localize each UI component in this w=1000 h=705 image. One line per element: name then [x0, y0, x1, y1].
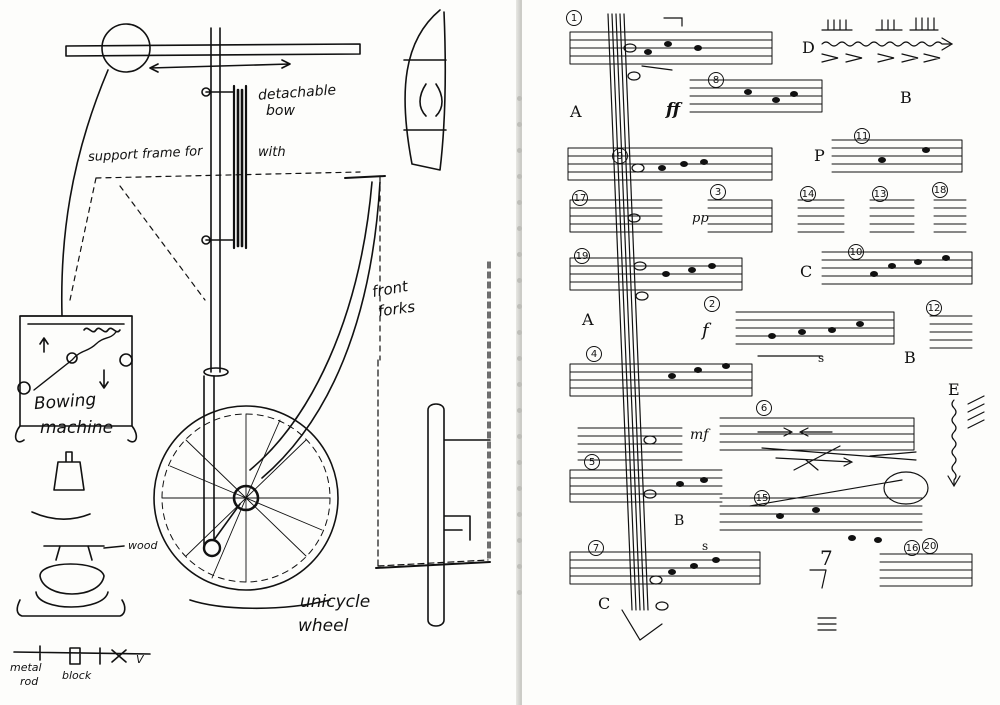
- support-frame-dashes: [69, 171, 381, 361]
- cell-number: 16: [904, 540, 920, 556]
- binding-hole: [517, 434, 522, 439]
- binding-hole: [517, 304, 522, 309]
- label-with: with: [258, 145, 286, 160]
- turned-part: [35, 545, 109, 608]
- cell-number: 7: [588, 540, 604, 556]
- wheel-spokes: [161, 413, 331, 583]
- dynamic-f: f: [702, 320, 709, 341]
- label-bow: bow: [266, 103, 295, 119]
- cell-number: 8: [708, 72, 724, 88]
- section-mark: C: [800, 262, 813, 281]
- binding-hole: [517, 382, 522, 387]
- top-bar: [65, 43, 361, 57]
- cell-number: 12: [926, 300, 942, 316]
- section-mark: B: [674, 513, 685, 529]
- section-mark: A: [582, 310, 594, 329]
- unicycle-wheel: [153, 405, 339, 591]
- mark-seven: 7: [820, 546, 833, 570]
- book-gutter: [516, 0, 526, 705]
- cell-number: 13: [872, 186, 888, 202]
- binding-hole: [517, 122, 522, 127]
- cell-number: 19: [574, 248, 590, 264]
- section-mark: B: [900, 88, 912, 107]
- binding-hole: [517, 174, 522, 179]
- binding-hole: [517, 252, 522, 257]
- binding-hole: [517, 538, 522, 543]
- label-wheel: wheel: [298, 616, 349, 636]
- bell-part: [53, 451, 85, 491]
- bow-detail: [403, 9, 447, 171]
- drive-cord: [60, 69, 109, 317]
- staff-systems: [567, 31, 973, 587]
- curved-part: [31, 511, 91, 520]
- cell-number: 6: [756, 400, 772, 416]
- binding-hole: [517, 356, 522, 361]
- label-bowing: Bowing: [33, 389, 97, 415]
- cell-number: 1: [566, 10, 582, 26]
- label-unicycle: unicycle: [300, 592, 371, 612]
- right-page: 1 2 3 4 5 6 7 8 9 10 11 12 13 14 15 16 1…: [522, 0, 1000, 705]
- score-drawing: [567, 13, 985, 641]
- cell-number: 9: [612, 148, 628, 164]
- e-wavy-arrow: [947, 399, 961, 488]
- binding-hole: [517, 226, 522, 231]
- left-page: detachable bow support frame for with fr…: [10, 9, 491, 688]
- binding-hole: [517, 590, 522, 595]
- cell-number: 2: [704, 296, 720, 312]
- mark-s: s: [818, 351, 825, 365]
- fork-curve: [249, 181, 373, 471]
- vertical-pole: [210, 27, 221, 373]
- binding-hole: [517, 278, 522, 283]
- misc-marks: [623, 17, 985, 631]
- vertical-staff: [607, 13, 663, 641]
- binding-hole: [517, 408, 522, 413]
- pulley-circle: [101, 23, 151, 73]
- triple-bar: [817, 617, 837, 631]
- binding-hole: [517, 200, 522, 205]
- cell-number: 18: [932, 182, 948, 198]
- binding-hole: [517, 330, 522, 335]
- cell-number: 4: [586, 346, 602, 362]
- detachable-bow: [232, 84, 248, 250]
- section-mark: A: [570, 102, 582, 121]
- cell-number: 5: [584, 454, 600, 470]
- cell-number: 14: [800, 186, 816, 202]
- mark-s: s: [702, 539, 709, 553]
- dynamic-mf: mf: [690, 427, 709, 443]
- section-mark: B: [904, 348, 916, 367]
- label-rod: rod: [20, 675, 39, 688]
- notes: [644, 41, 950, 575]
- front-forks-frame: [377, 261, 491, 567]
- section-mark: P: [814, 146, 825, 165]
- cell-number: 11: [854, 128, 870, 144]
- dynamic-pp: pp: [692, 211, 709, 226]
- d-wavy-arrow: [821, 37, 954, 51]
- section-mark: D: [802, 38, 815, 57]
- binding-hole: [517, 486, 522, 491]
- cell-number: 10: [848, 244, 864, 260]
- dynamic-ff: ff: [666, 100, 681, 120]
- label-block: block: [62, 669, 92, 682]
- left-page-drawing: [13, 9, 491, 665]
- binding-hole: [517, 564, 522, 569]
- binding-hole: [517, 460, 522, 465]
- binding-hole: [517, 96, 522, 101]
- cell-number: 15: [754, 490, 770, 506]
- label-wood: wood: [128, 539, 158, 552]
- metal-rod: [13, 645, 151, 665]
- label-metal: metal: [10, 661, 42, 674]
- cell-number: 3: [710, 184, 726, 200]
- label-v: V: [136, 653, 144, 666]
- section-mark: E: [948, 380, 960, 399]
- cell-number: 17: [572, 190, 588, 206]
- crank-arm: [203, 375, 241, 547]
- binding-hole: [517, 148, 522, 153]
- section-mark: C: [598, 594, 611, 613]
- handle-crank: [427, 403, 491, 627]
- label-machine: machine: [40, 418, 114, 438]
- binding-hole: [517, 512, 522, 517]
- cell-number: 20: [922, 538, 938, 554]
